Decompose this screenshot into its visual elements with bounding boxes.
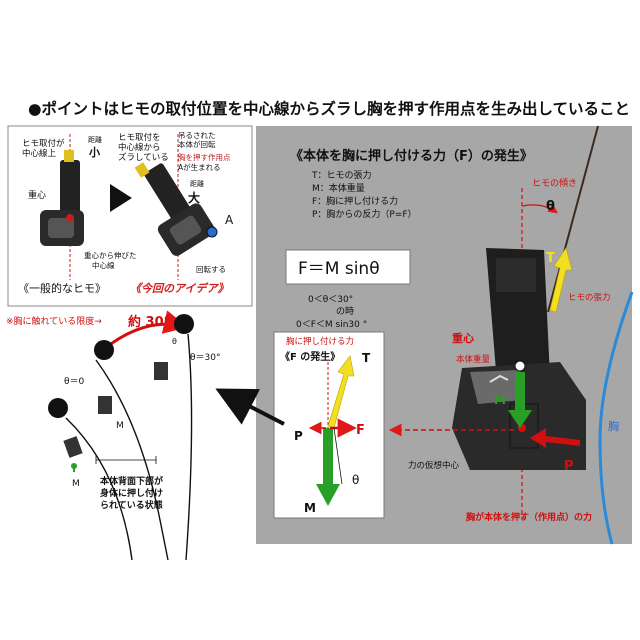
- distance-label-right: 距離: [190, 179, 204, 188]
- m-label-1: M: [116, 421, 124, 431]
- legend-t: T：ヒモの張力: [311, 169, 372, 181]
- transition-arrow-icon: [110, 184, 132, 212]
- force-box-title: 胸に押し付ける力: [286, 336, 354, 347]
- rotate-label: 回転する: [196, 265, 226, 274]
- limit-label: ※胸に触れている限度→: [6, 315, 102, 327]
- caption-idea: 《今回のアイデア》: [130, 282, 228, 295]
- distance-label-left: 距離: [88, 135, 102, 144]
- formula-box: F＝M sinθ 0＜θ＜30° の時 0＜F＜M sin30 °: [285, 249, 411, 330]
- vector-label-f: F: [356, 423, 365, 438]
- general-strap-device: ヒモ取付が 中心線上 距離 小 重心 重心から伸びた 中心線: [22, 134, 137, 280]
- vector-label-m: M: [304, 501, 316, 515]
- weight-arrow-icon: [508, 372, 532, 428]
- strap-on-center-note-2: 中心線上: [22, 148, 57, 159]
- flow-arrow: [215, 388, 285, 426]
- legend-m: M：本体重量: [312, 182, 365, 194]
- condition-2: の時: [336, 306, 354, 317]
- hung-note: 吊るされた: [178, 131, 216, 140]
- state-text-1: 本体背面下部が: [100, 475, 164, 487]
- condition-3: 0＜F＜M sin30 °: [296, 320, 367, 330]
- state-text-3: られている状態: [100, 499, 163, 511]
- vector-m-icon: [316, 428, 340, 506]
- m-label-2: M: [72, 479, 80, 489]
- press-point-label: 胸が本体を押す（作用点）の力: [466, 511, 592, 523]
- weight-label: 本体重量: [456, 354, 491, 365]
- state-text-2: 身体に押し付け: [100, 487, 163, 499]
- gravity-label: 重心: [452, 331, 474, 345]
- press-note: 胸を押す作用点: [178, 152, 231, 162]
- strap-angle-label: ヒモの傾き: [532, 177, 577, 189]
- point-a: A: [225, 213, 234, 227]
- formula: F＝M sinθ: [298, 259, 380, 279]
- distance-large: 大: [188, 190, 200, 205]
- theta-symbol: θ: [172, 337, 177, 346]
- label-m: M: [494, 393, 506, 407]
- press-note-2: Aが生まれる: [178, 162, 221, 172]
- theta-thirty: θ＝30°: [190, 353, 220, 363]
- chest-label: 胸: [608, 419, 619, 433]
- center-line-note-2: 中心線: [92, 260, 115, 270]
- strap-angle-theta: θ: [546, 199, 555, 214]
- vector-t-icon: [327, 355, 355, 429]
- theta-zero: θ＝0: [64, 377, 85, 387]
- label-t: T: [546, 251, 555, 266]
- label-p-panel: P: [564, 459, 574, 474]
- idea-device: ヒモ取付を 中心線から ズラしている 吊るされた 本体が回転 胸を押す作用点 A…: [118, 131, 234, 280]
- virtual-center-label: 力の仮想中心: [408, 460, 460, 471]
- center-line-note: 重心から伸びた: [84, 250, 137, 260]
- hung-note-2: 本体が回転: [178, 139, 216, 149]
- headline: ●ポイントはヒモの取付位置を中心線からズラし胸を押す作用点を生み出していること: [28, 99, 630, 118]
- vector-label-t: T: [362, 351, 371, 365]
- top-left-panel: ヒモ取付が 中心線上 距離 小 重心 重心から伸びた 中心線 ヒモ取付を 中心線…: [7, 125, 253, 307]
- distance-small: 小: [88, 145, 100, 159]
- force-vector-box: 胸に押し付ける力 《F の発生》 T M F P θ: [273, 331, 385, 519]
- gravity-center-left: 重心: [28, 189, 46, 201]
- force-panel-title: 《本体を胸に押し付ける力（F）の発生》: [290, 148, 533, 164]
- about-30-label: 約 30°: [128, 314, 170, 330]
- offset-note-2: 中心線から: [118, 142, 161, 153]
- reaction-arrow-icon: [530, 428, 580, 448]
- caption-general: 《一般的なヒモ》: [18, 281, 106, 295]
- condition-1: 0＜θ＜30°: [308, 295, 353, 305]
- vector-theta: θ: [352, 473, 359, 487]
- strap-on-center-note: ヒモ取付が: [22, 138, 65, 149]
- offset-note: ヒモ取付を: [118, 132, 161, 143]
- legend-f: F：胸に押し付ける力: [312, 195, 398, 207]
- vector-label-p: P: [294, 429, 303, 443]
- force-box-subtitle: 《F の発生》: [280, 350, 340, 363]
- tension-arrow-icon: [549, 247, 573, 313]
- strap-tension-label: ヒモの張力: [568, 292, 611, 303]
- offset-note-3: ズラしている: [118, 152, 169, 163]
- legend-p: P：胸からの反力（P=F）: [312, 208, 417, 220]
- bottom-left-illustration: ※胸に触れている限度→ 約 30° θ＝0 θ＝30° θ M M 本体背面下部…: [6, 310, 220, 561]
